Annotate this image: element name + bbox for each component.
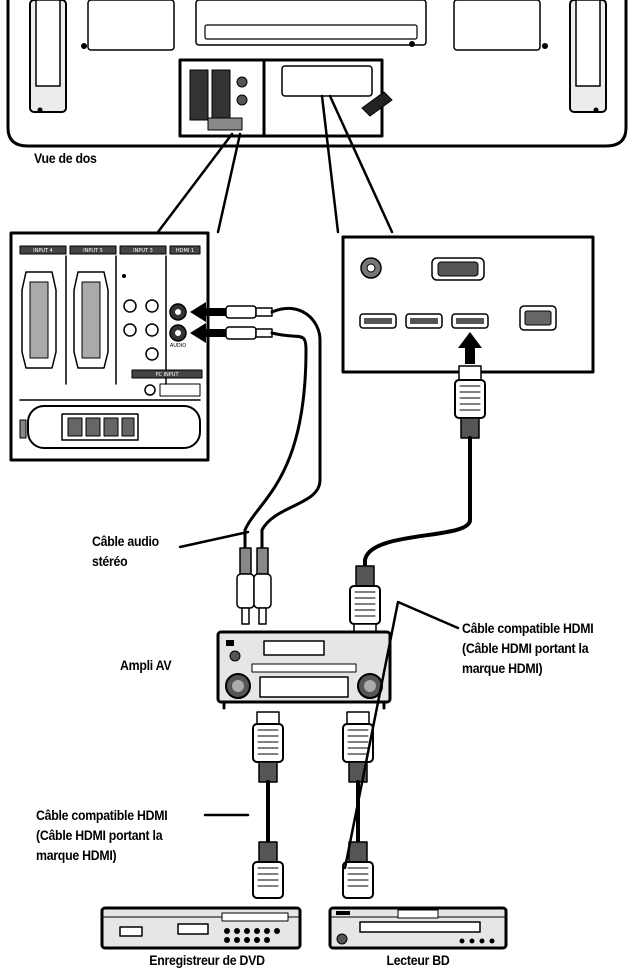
rca-plugs-amp xyxy=(236,547,272,625)
hdmi-cable-tv-amp xyxy=(349,365,486,635)
label-dvd-recorder: Enregistreur de DVD xyxy=(149,952,265,968)
rca-plugs-panel xyxy=(225,305,273,340)
panel-text-hdmi-1: HDMI 1 xyxy=(176,248,194,254)
av-amplifier xyxy=(216,630,392,710)
hdmi-arrow-up xyxy=(458,332,482,364)
label-rear-view: Vue de dos xyxy=(34,150,97,166)
panel-text-audio: AUDIO xyxy=(170,343,186,349)
panel-text-pc-input: PC INPUT xyxy=(155,372,179,378)
dvd-recorder xyxy=(100,906,302,950)
label-stereo-audio-cable: Câble audio stéréo xyxy=(92,533,159,569)
label-hdmi-cable-right: Câble compatible HDMI (Câble HDMI portan… xyxy=(462,620,594,676)
hdmi-cable-amp-dvd xyxy=(252,711,284,899)
leader-lines xyxy=(178,530,460,870)
tv-rear xyxy=(6,0,628,148)
terminal-panel-left xyxy=(9,231,210,462)
stereo-audio-cable xyxy=(243,306,322,550)
zoom-lines xyxy=(156,94,394,234)
panel-text-input-a: INPUT 4 xyxy=(33,248,53,254)
audio-arrow-top xyxy=(190,302,226,322)
audio-arrow-bottom xyxy=(190,323,226,343)
panel-text-input-c: INPUT 3 xyxy=(133,248,153,254)
bd-player xyxy=(328,906,508,950)
label-av-amp: Ampli AV xyxy=(120,657,172,673)
panel-text-input-b: INPUT 5 xyxy=(83,248,103,254)
label-hdmi-cable-left: Câble compatible HDMI (Câble HDMI portan… xyxy=(36,807,168,863)
label-bd-player: Lecteur BD xyxy=(386,952,450,968)
